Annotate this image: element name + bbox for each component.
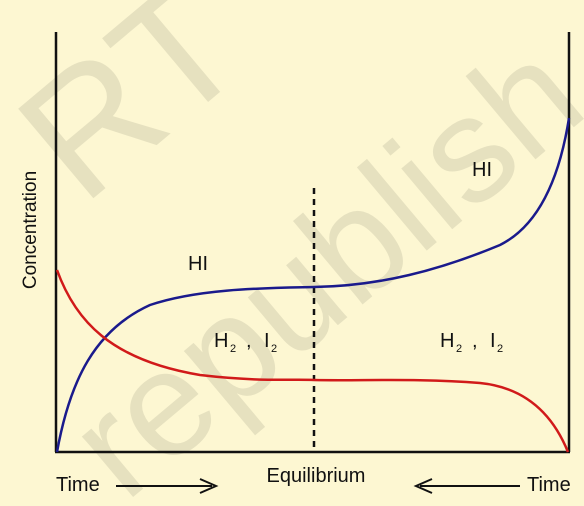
left-hi-label: HI bbox=[188, 253, 208, 275]
left-separator: , bbox=[246, 330, 252, 352]
left-h2-i2-label: H 2 , I 2 bbox=[214, 330, 277, 355]
y-axis-label: Concentration bbox=[20, 171, 41, 289]
equilibrium-label: Equilibrium bbox=[267, 465, 366, 487]
left-time-label: Time bbox=[56, 474, 100, 496]
right-time-label: Time bbox=[527, 474, 571, 496]
left-h2-symbol: H bbox=[214, 330, 228, 352]
right-h2-subscript: 2 bbox=[456, 343, 462, 355]
left-arrow-icon bbox=[413, 478, 433, 494]
right-hi-label: HI bbox=[472, 159, 492, 181]
right-arrow-icon bbox=[199, 478, 219, 494]
right-i2-symbol: I bbox=[490, 330, 496, 352]
h2-i2-curve bbox=[55, 269, 570, 453]
watermark-text-1: RT bbox=[0, 0, 278, 236]
left-h2-subscript: 2 bbox=[230, 343, 236, 355]
right-separator: , bbox=[472, 330, 478, 352]
left-i2-symbol: I bbox=[264, 330, 270, 352]
right-i2-subscript: 2 bbox=[497, 343, 503, 355]
right-h2-i2-label: H 2 , I 2 bbox=[440, 330, 503, 355]
right-h2-symbol: H bbox=[440, 330, 454, 352]
left-i2-subscript: 2 bbox=[271, 343, 277, 355]
